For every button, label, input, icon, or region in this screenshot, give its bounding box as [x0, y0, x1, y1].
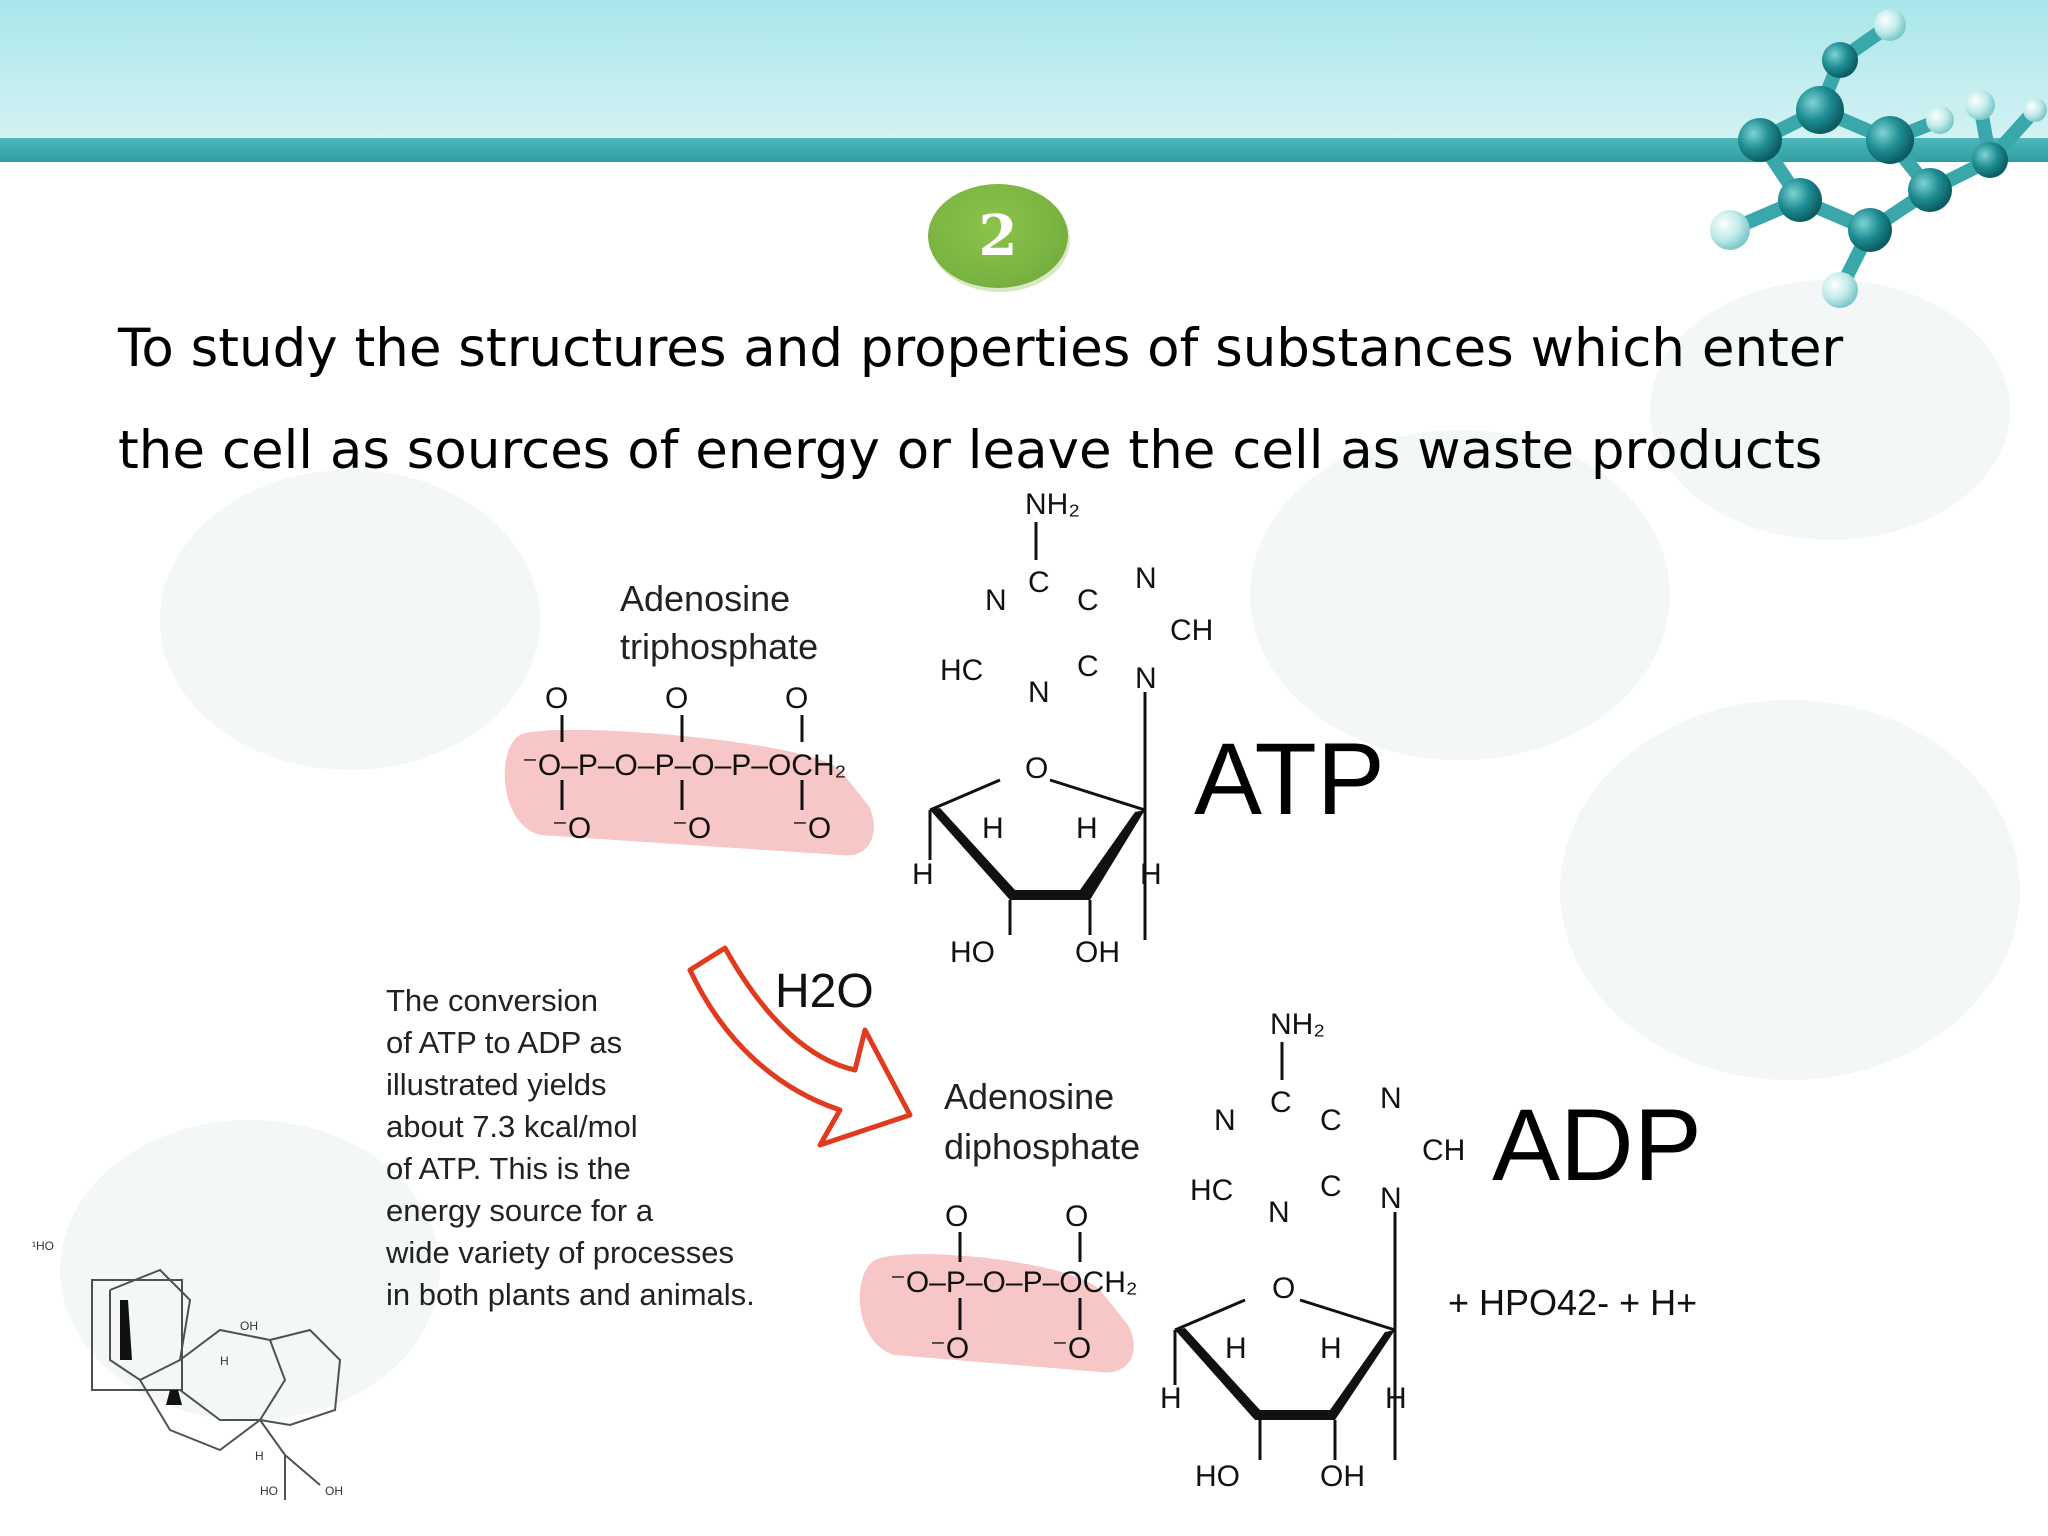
- svg-text:⁻O: ⁻O: [552, 812, 591, 845]
- svg-text:C: C: [1320, 1170, 1342, 1203]
- svg-text:OH: OH: [1075, 936, 1120, 969]
- svg-text:OH: OH: [325, 1484, 343, 1498]
- background-shape: [1650, 280, 2010, 540]
- svg-text:HO: HO: [950, 936, 995, 969]
- svg-text:H: H: [1160, 1382, 1182, 1415]
- molecule-model-icon: [1710, 9, 2047, 308]
- svg-text:⁻O: ⁻O: [672, 812, 711, 845]
- svg-text:HC: HC: [1190, 1174, 1233, 1207]
- atp-structure: O O O ⁻O–P–O–P–O–P–OCH₂ ⁻O ⁻O ⁻O O H H H H HO O…: [504, 488, 1213, 969]
- svg-text:⁻O: ⁻O: [930, 1332, 969, 1365]
- svg-text:H: H: [255, 1449, 264, 1463]
- water-label: H2O: [775, 965, 874, 1018]
- svg-text:N: N: [1135, 562, 1157, 595]
- svg-text:¹HO: ¹HO: [32, 1239, 54, 1253]
- slide-number-badge: 2: [928, 184, 1068, 288]
- svg-text:HO: HO: [1195, 1460, 1240, 1493]
- reaction-caption: The conversion of ATP to ADP as illustra…: [386, 983, 755, 1312]
- svg-text:N: N: [1214, 1104, 1236, 1137]
- svg-text:OH: OH: [240, 1319, 258, 1333]
- background-shape: [1250, 430, 1670, 760]
- svg-text:C: C: [1320, 1104, 1342, 1137]
- header-stripe: [0, 138, 2048, 162]
- svg-text:H: H: [220, 1354, 229, 1368]
- svg-text:O: O: [545, 682, 568, 715]
- svg-text:O: O: [665, 682, 688, 715]
- svg-text:⁻O–P–O–P–OCH₂: ⁻O–P–O–P–OCH₂: [890, 1266, 1138, 1299]
- svg-text:N: N: [1380, 1182, 1402, 1215]
- svg-text:C: C: [1270, 1086, 1292, 1119]
- adp-name-line-1: Adenosine: [944, 1076, 1115, 1117]
- header-band: [0, 0, 2048, 140]
- svg-text:H: H: [1140, 858, 1162, 891]
- svg-text:O: O: [785, 682, 808, 715]
- svg-text:CH: CH: [1170, 614, 1213, 647]
- svg-text:C: C: [1077, 650, 1099, 683]
- atp-name-line-1: Adenosine: [620, 578, 791, 619]
- adp-abbrev: ADP: [1492, 1088, 1702, 1202]
- steroid-structure-icon: ¹HO OH H HO OH H: [32, 1239, 343, 1500]
- svg-text:N: N: [985, 584, 1007, 617]
- svg-text:H: H: [1225, 1332, 1247, 1365]
- svg-text:NH₂: NH₂: [1025, 488, 1080, 521]
- svg-text:O: O: [1272, 1272, 1295, 1305]
- svg-text:C: C: [1077, 584, 1099, 617]
- svg-text:N: N: [1028, 676, 1050, 709]
- svg-text:N: N: [1135, 662, 1157, 695]
- svg-text:N: N: [1380, 1082, 1402, 1115]
- svg-text:O: O: [1025, 752, 1048, 785]
- background-shape: [1560, 700, 2020, 1080]
- background-shape: [160, 470, 540, 770]
- svg-text:HC: HC: [940, 654, 983, 687]
- svg-text:⁻O: ⁻O: [792, 812, 831, 845]
- svg-text:OH: OH: [1320, 1460, 1365, 1493]
- adp-name-line-2: diphosphate: [944, 1126, 1141, 1167]
- svg-text:CH: CH: [1422, 1134, 1465, 1167]
- svg-text:O: O: [1065, 1200, 1088, 1233]
- svg-text:C: C: [1028, 566, 1050, 599]
- svg-text:H: H: [982, 812, 1004, 845]
- svg-text:H: H: [1076, 812, 1098, 845]
- atp-abbrev: ATP: [1194, 722, 1385, 836]
- svg-text:H: H: [1320, 1332, 1342, 1365]
- svg-text:H: H: [912, 858, 934, 891]
- svg-text:O: O: [945, 1200, 968, 1233]
- reaction-arrow-icon: [687, 945, 913, 1148]
- heading-line-1: To study the structures and properties o…: [118, 318, 1844, 379]
- svg-text:⁻O–P–O–P–O–P–OCH₂: ⁻O–P–O–P–O–P–OCH₂: [522, 749, 846, 782]
- svg-text:⁻O: ⁻O: [1052, 1332, 1091, 1365]
- svg-text:NH₂: NH₂: [1270, 1008, 1325, 1041]
- heading-line-2: the cell as sources of energy or leave t…: [118, 420, 1823, 481]
- svg-text:HO: HO: [260, 1484, 278, 1498]
- atp-name-line-2: triphosphate: [620, 626, 819, 667]
- svg-text:N: N: [1268, 1196, 1290, 1229]
- reaction-products: + HPO42- + H+: [1448, 1282, 1698, 1323]
